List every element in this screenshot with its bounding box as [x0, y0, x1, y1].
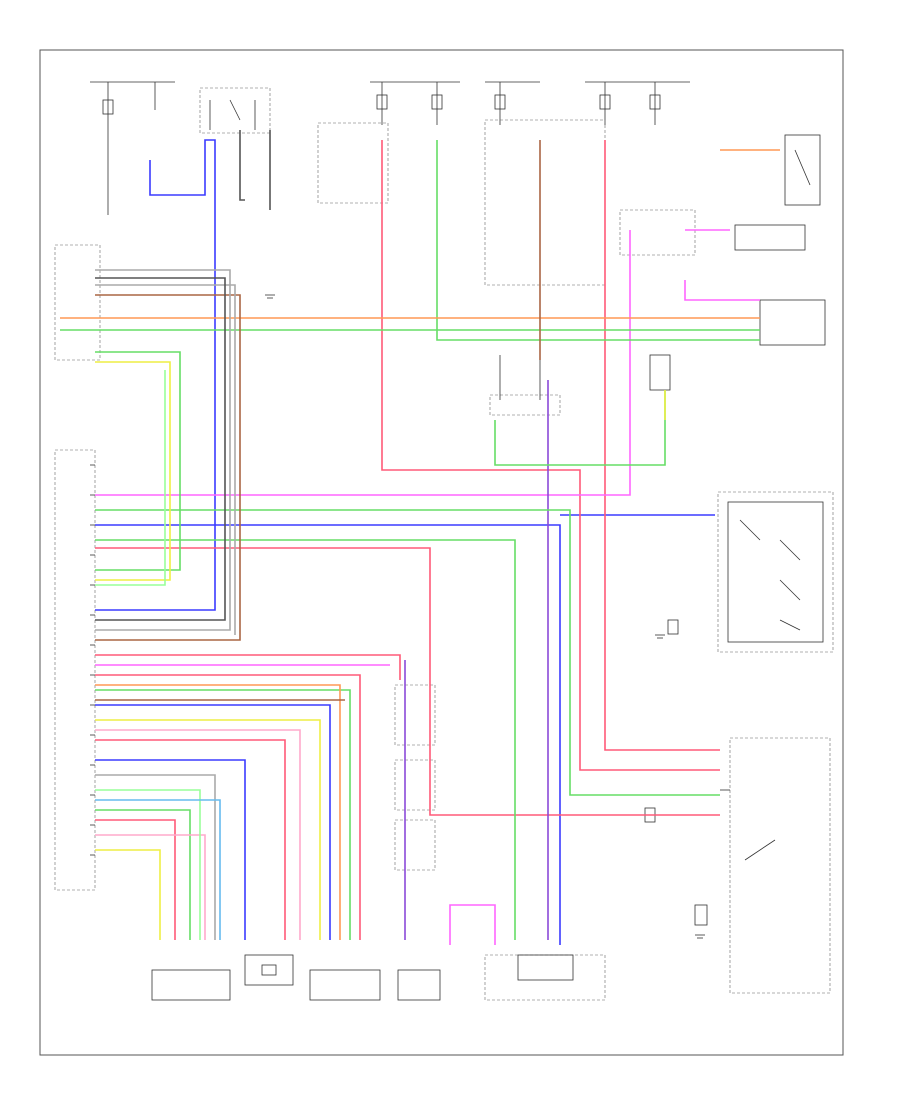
connector-bottom-1	[151, 969, 231, 1001]
diagram-frame	[39, 49, 844, 1056]
ecm-pin-marks	[90, 464, 95, 856]
wire-blue-5	[95, 759, 246, 940]
relay-center	[489, 354, 671, 416]
wire-pink-3	[684, 280, 760, 301]
relay-top-left	[199, 87, 271, 134]
wire-orange-2	[95, 684, 341, 940]
wire-lightpink-1	[95, 729, 301, 940]
wire-red-center	[381, 140, 720, 771]
wire-red-2	[95, 654, 401, 680]
wire-yellow-2	[95, 719, 321, 940]
wire-gray-2	[95, 284, 236, 635]
connector-bottom-4	[397, 969, 441, 1001]
connector-bottom-5	[484, 954, 606, 1001]
wire-blue-4	[95, 704, 331, 940]
engine-ecm-left	[54, 449, 96, 891]
wire-gray-3	[95, 774, 216, 940]
wire-green-6	[494, 390, 666, 466]
wire-red-5	[95, 739, 286, 940]
combination-switch	[667, 491, 834, 653]
wire-yellow-3	[95, 849, 161, 940]
wire-blue-2	[95, 524, 561, 945]
junction-left-top	[54, 244, 101, 361]
connector-bottom-3	[309, 969, 381, 1001]
wire-black-3	[95, 277, 226, 621]
wire-lightgreen-2	[95, 370, 166, 586]
wires	[60, 130, 780, 945]
wire-pink-4	[449, 904, 496, 945]
junction-center-mid	[394, 684, 436, 871]
ground-symbols	[265, 294, 705, 939]
switch-top-right	[619, 134, 826, 346]
wire-red-4	[95, 819, 176, 940]
connector-bottom-2	[244, 954, 294, 986]
wire-red-ecm	[95, 547, 720, 816]
wire-green-5	[95, 809, 191, 940]
wire-brown-1	[95, 294, 241, 641]
junction-center-top	[317, 119, 606, 286]
wire-yellow-1	[95, 361, 171, 581]
wire-black-1	[239, 130, 245, 201]
wire-cyan-1	[95, 799, 221, 940]
wire-gray-1	[95, 269, 231, 631]
wire-lightpink-2	[95, 834, 206, 940]
wire-green-4	[95, 689, 351, 940]
top-fuse-row	[90, 81, 690, 215]
wire-green-1	[436, 140, 760, 341]
wire-blue-1	[95, 139, 216, 611]
wire-red-right	[604, 140, 720, 751]
wire-lightgreen-1	[95, 789, 201, 940]
wire-red-3	[95, 674, 361, 940]
combination-meter	[644, 737, 831, 994]
wire-green-7	[95, 351, 181, 571]
wire-green-3	[95, 509, 720, 796]
